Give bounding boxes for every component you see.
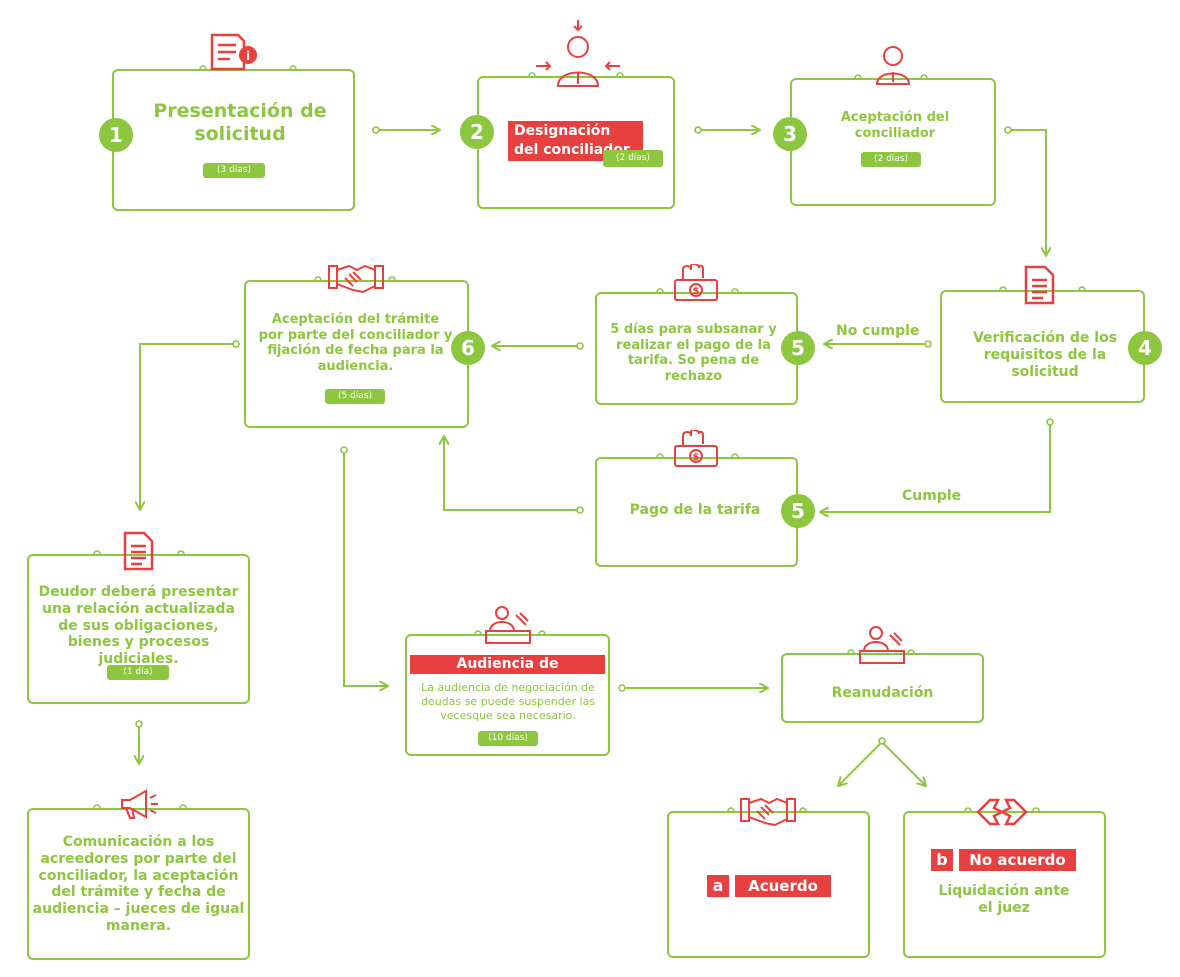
step-6-badge: (5 días)	[325, 389, 385, 404]
arrow-reanudacion-acuerdo	[838, 743, 881, 786]
step-5a-title: 5 días para subsanar y realizar el pago …	[610, 322, 777, 384]
document-info-icon: i	[210, 33, 257, 71]
arrow-reanudacion-noacuerdo	[883, 743, 926, 786]
judge-icon	[485, 606, 531, 644]
megaphone-icon	[121, 789, 158, 819]
step-3-title: Aceptación del conciliador	[840, 110, 950, 141]
noacuerdo-desc: Liquidación ante el juez	[938, 883, 1070, 916]
document-icon	[1024, 265, 1055, 305]
step-6-title: Aceptación del trámite por parte del con…	[258, 312, 453, 374]
step-1-box	[112, 69, 355, 211]
acuerdo-letter: a	[707, 875, 729, 897]
arrow-3-4	[1008, 129, 1046, 256]
audiencia-desc: La audiencia de negociación de deudas se…	[420, 681, 596, 722]
acuerdo-title: Acuerdo	[735, 875, 831, 897]
step-4-number: 4	[1128, 331, 1162, 365]
reanudacion-title: Reanudación	[831, 685, 934, 701]
step-2-number: 2	[460, 115, 494, 149]
step-1-number: 1	[99, 118, 133, 152]
noacuerdo-letter: b	[931, 849, 953, 871]
step-1-badge: (3 días)	[203, 163, 265, 178]
broken-handshake-icon	[976, 798, 1028, 826]
comunicacion-box	[27, 808, 250, 960]
svg-text:$: $	[693, 286, 700, 297]
document-icon	[123, 531, 154, 571]
step-3-box	[790, 78, 996, 206]
svg-text:$: $	[693, 452, 700, 463]
arrow-5b-6	[444, 436, 580, 511]
step-5b-number: 5	[781, 494, 815, 528]
step-2-badge: (2 días)	[603, 150, 663, 167]
money-hand-icon: $	[674, 430, 718, 467]
step-4-title: Verificación de los requisitos de la sol…	[972, 330, 1118, 380]
arrow-6-audiencia	[343, 450, 388, 686]
money-hand-icon: $	[674, 264, 718, 301]
audiencia-title: Audiencia de negociación	[410, 655, 605, 691]
no-cumple-label: No cumple	[836, 323, 920, 339]
arrow-cumple	[820, 422, 1051, 512]
step-6-number: 6	[451, 331, 485, 365]
person-arrows-icon	[536, 20, 620, 87]
acuerdo-box	[667, 811, 870, 958]
step-5b-title: Pago de la tarifa	[629, 502, 761, 518]
svg-text:i: i	[246, 49, 250, 63]
arrow-6-deudor	[140, 343, 236, 510]
noacuerdo-box	[903, 811, 1106, 958]
step-5a-number: 5	[781, 331, 815, 365]
reanudacion-box	[781, 653, 984, 723]
judge-icon	[859, 626, 905, 664]
step-5a-box	[595, 292, 798, 405]
audiencia-badge: (10 días)	[478, 731, 538, 746]
comunicacion-title: Comunicación a los acreedores por parte …	[32, 834, 245, 934]
step-1-title: Presentación de solicitud	[153, 100, 327, 145]
handshake-icon	[328, 264, 384, 294]
deudor-badge: (1 día)	[107, 665, 169, 680]
noacuerdo-title: No acuerdo	[959, 849, 1076, 871]
step-2-title: Designación del conciliador	[508, 121, 643, 161]
step-3-badge: (2 días)	[861, 152, 921, 167]
handshake-icon	[740, 797, 796, 827]
person-icon	[875, 46, 911, 85]
cumple-label: Cumple	[902, 488, 962, 504]
deudor-title: Deudor deberá presentar una relación act…	[38, 584, 239, 668]
step-3-number: 3	[773, 117, 807, 151]
